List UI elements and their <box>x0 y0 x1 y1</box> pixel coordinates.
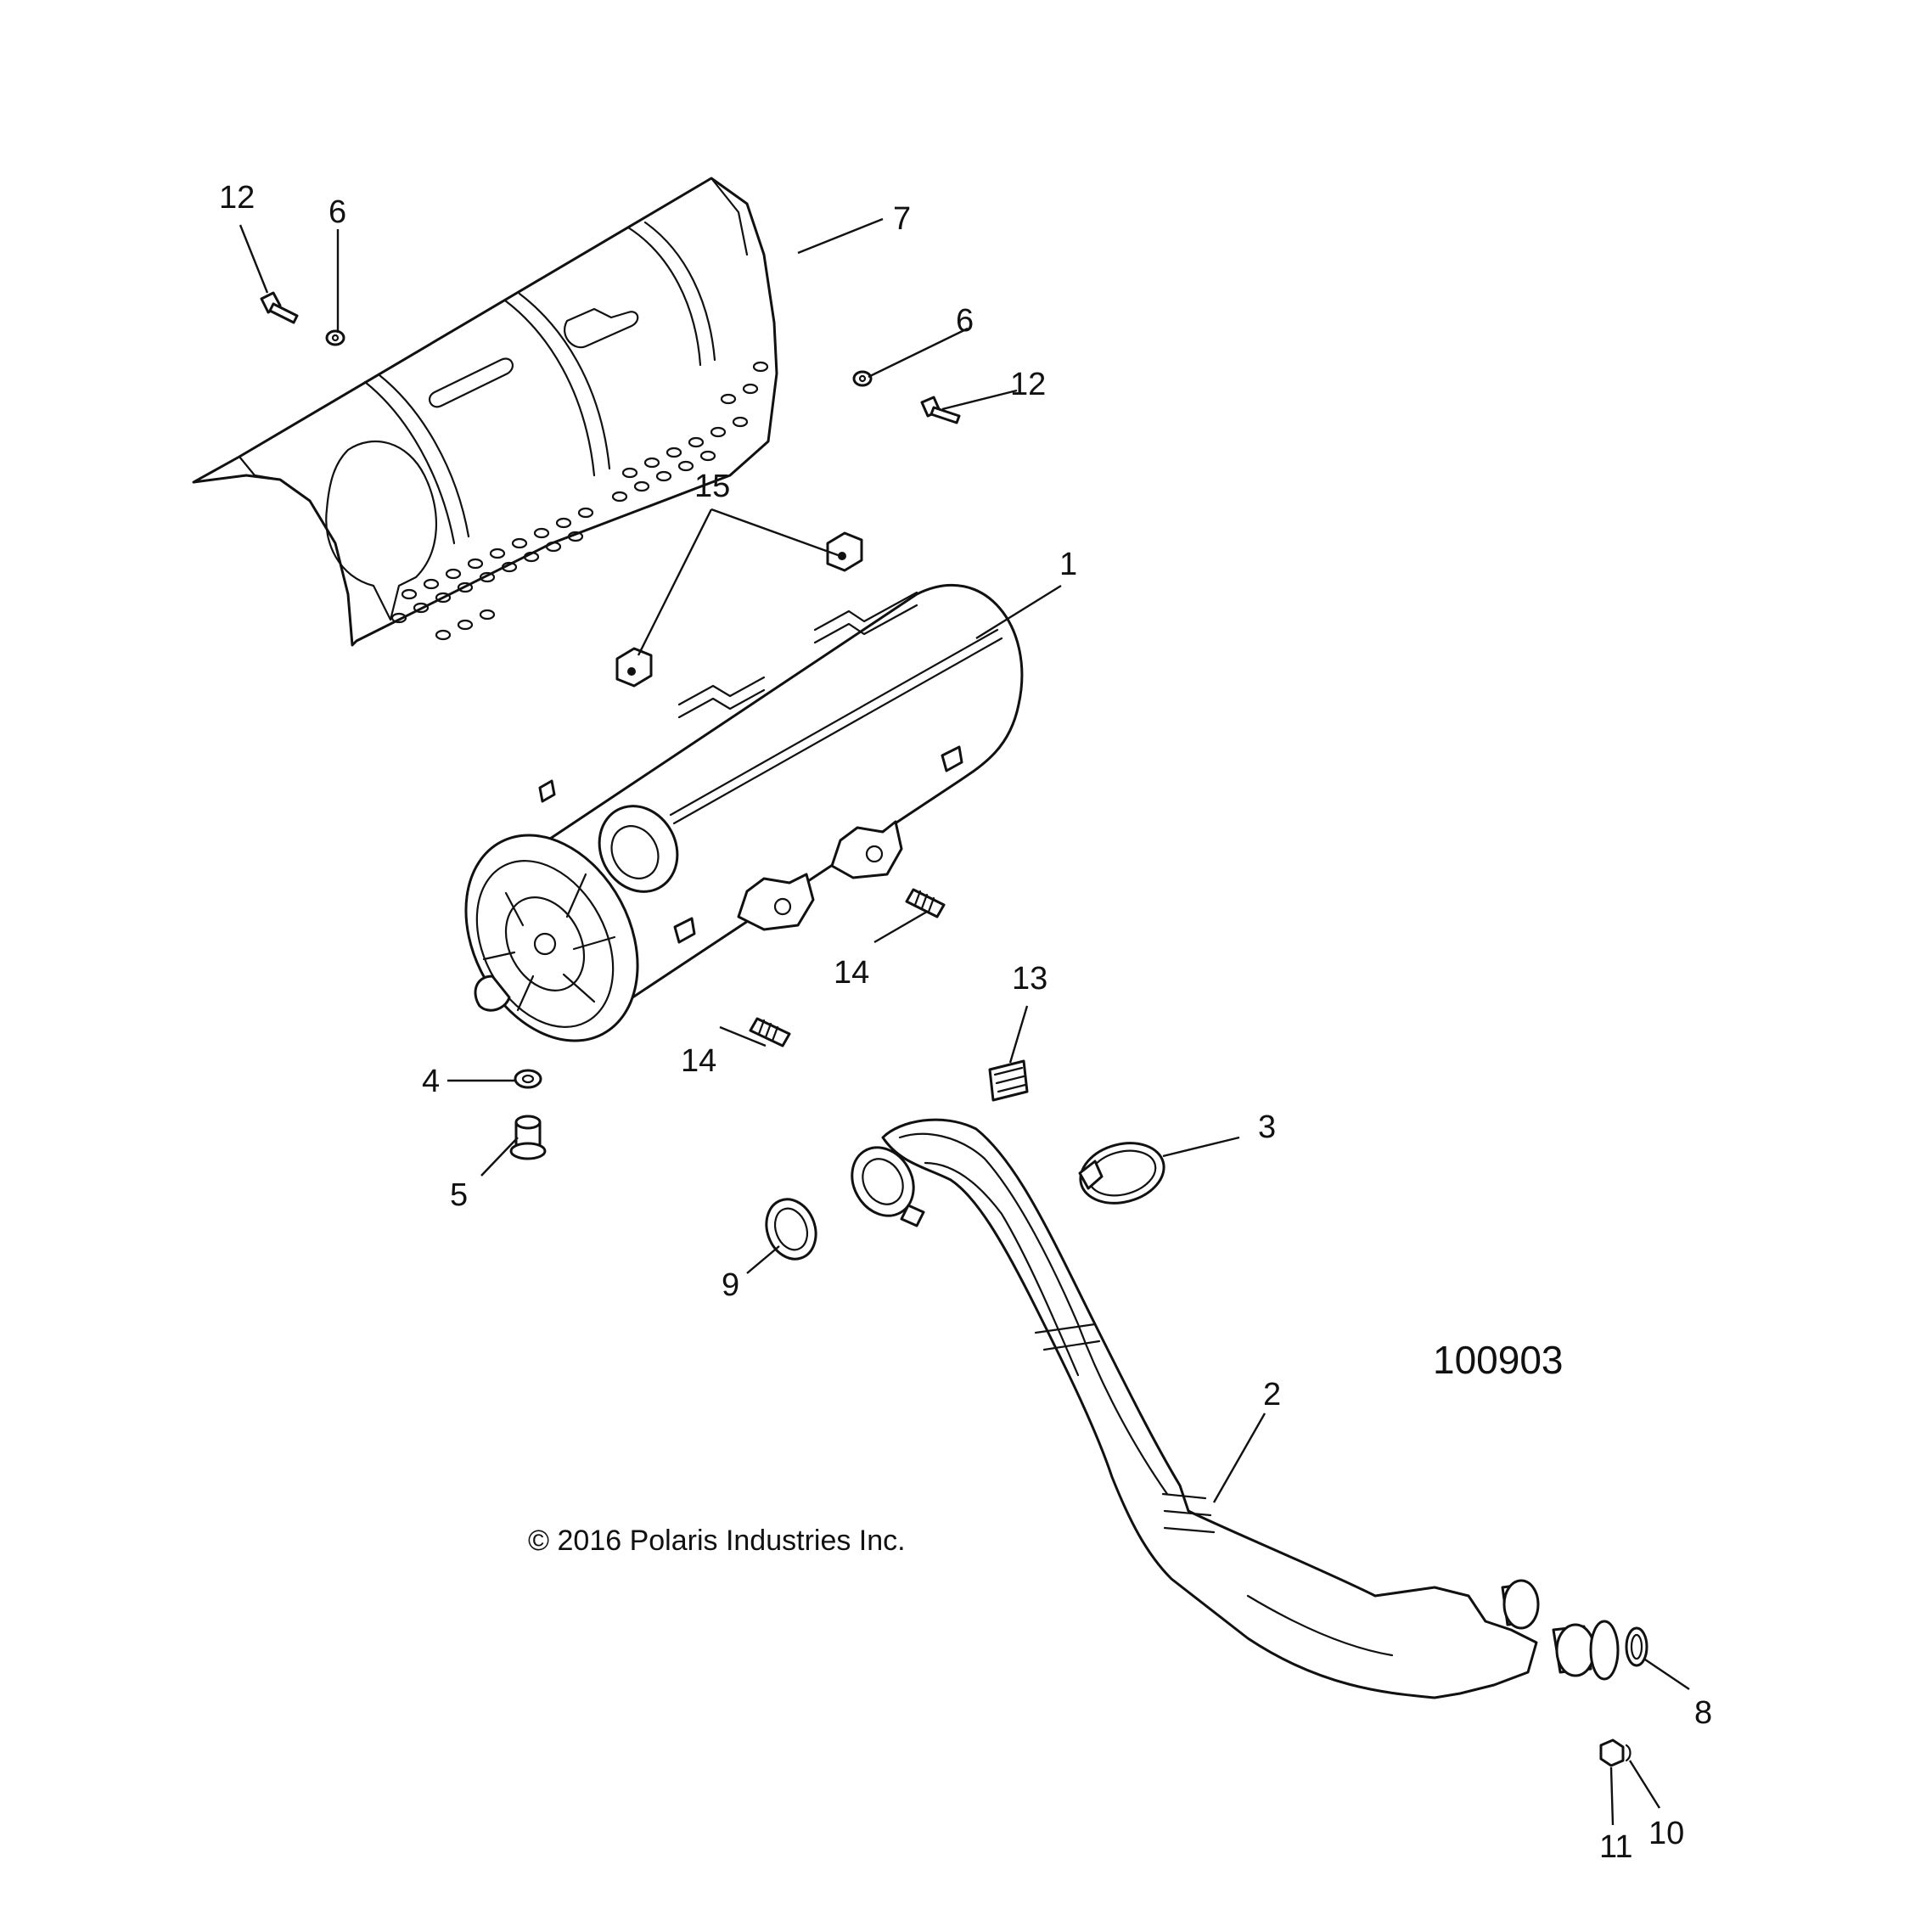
header-flange <box>1501 1579 1540 1630</box>
callout-2: 2 <box>1263 1377 1281 1412</box>
header-pipe <box>851 1118 1620 1699</box>
callout-6: 6 <box>329 194 346 230</box>
callout-14: 14 <box>681 1043 716 1079</box>
header-flange <box>1552 1620 1620 1681</box>
callout-14: 14 <box>834 955 869 991</box>
drain-plug <box>509 1115 547 1160</box>
diagram-number: 100903 <box>1433 1338 1564 1382</box>
washer <box>325 329 345 346</box>
exhaust-gasket <box>765 1198 817 1261</box>
callout-4: 4 <box>422 1064 440 1099</box>
muffler <box>464 583 1024 1042</box>
callout-7: 7 <box>893 201 911 237</box>
flange-nut <box>1599 1738 1625 1767</box>
leader-lines <box>239 217 1690 1826</box>
callout-12: 12 <box>1010 367 1046 402</box>
callout-3: 3 <box>1258 1109 1276 1145</box>
heat-shield <box>192 177 778 647</box>
spring <box>988 1059 1029 1102</box>
clip-nut <box>615 647 653 688</box>
spring <box>905 888 946 918</box>
spring <box>749 1017 791 1047</box>
copyright-notice: © 2016 Polaris Industries Inc. <box>528 1525 906 1557</box>
callout-15: 15 <box>694 469 730 504</box>
callout-10: 10 <box>1648 1816 1684 1851</box>
bolt <box>260 291 299 324</box>
clip-nut <box>826 531 863 572</box>
callout-11: 11 <box>1599 1829 1632 1865</box>
callout-12: 12 <box>219 180 255 216</box>
callout-9: 9 <box>722 1267 739 1303</box>
washer <box>852 370 873 387</box>
callout-6: 6 <box>956 303 974 339</box>
port-gasket <box>1625 1626 1648 1667</box>
callout-labels: 12 6 7 6 12 15 1 14 13 14 4 5 3 9 2 8 10… <box>219 180 1712 1865</box>
heat-shield-vent-holes <box>390 361 769 641</box>
bolt <box>920 396 961 424</box>
sealing-washer <box>514 1069 542 1089</box>
callout-1: 1 <box>1059 547 1077 582</box>
hose-clamp <box>1078 1142 1165 1205</box>
callout-8: 8 <box>1694 1695 1712 1731</box>
spring-pin <box>1625 1744 1632 1762</box>
callout-5: 5 <box>450 1177 468 1213</box>
callout-13: 13 <box>1012 961 1047 997</box>
